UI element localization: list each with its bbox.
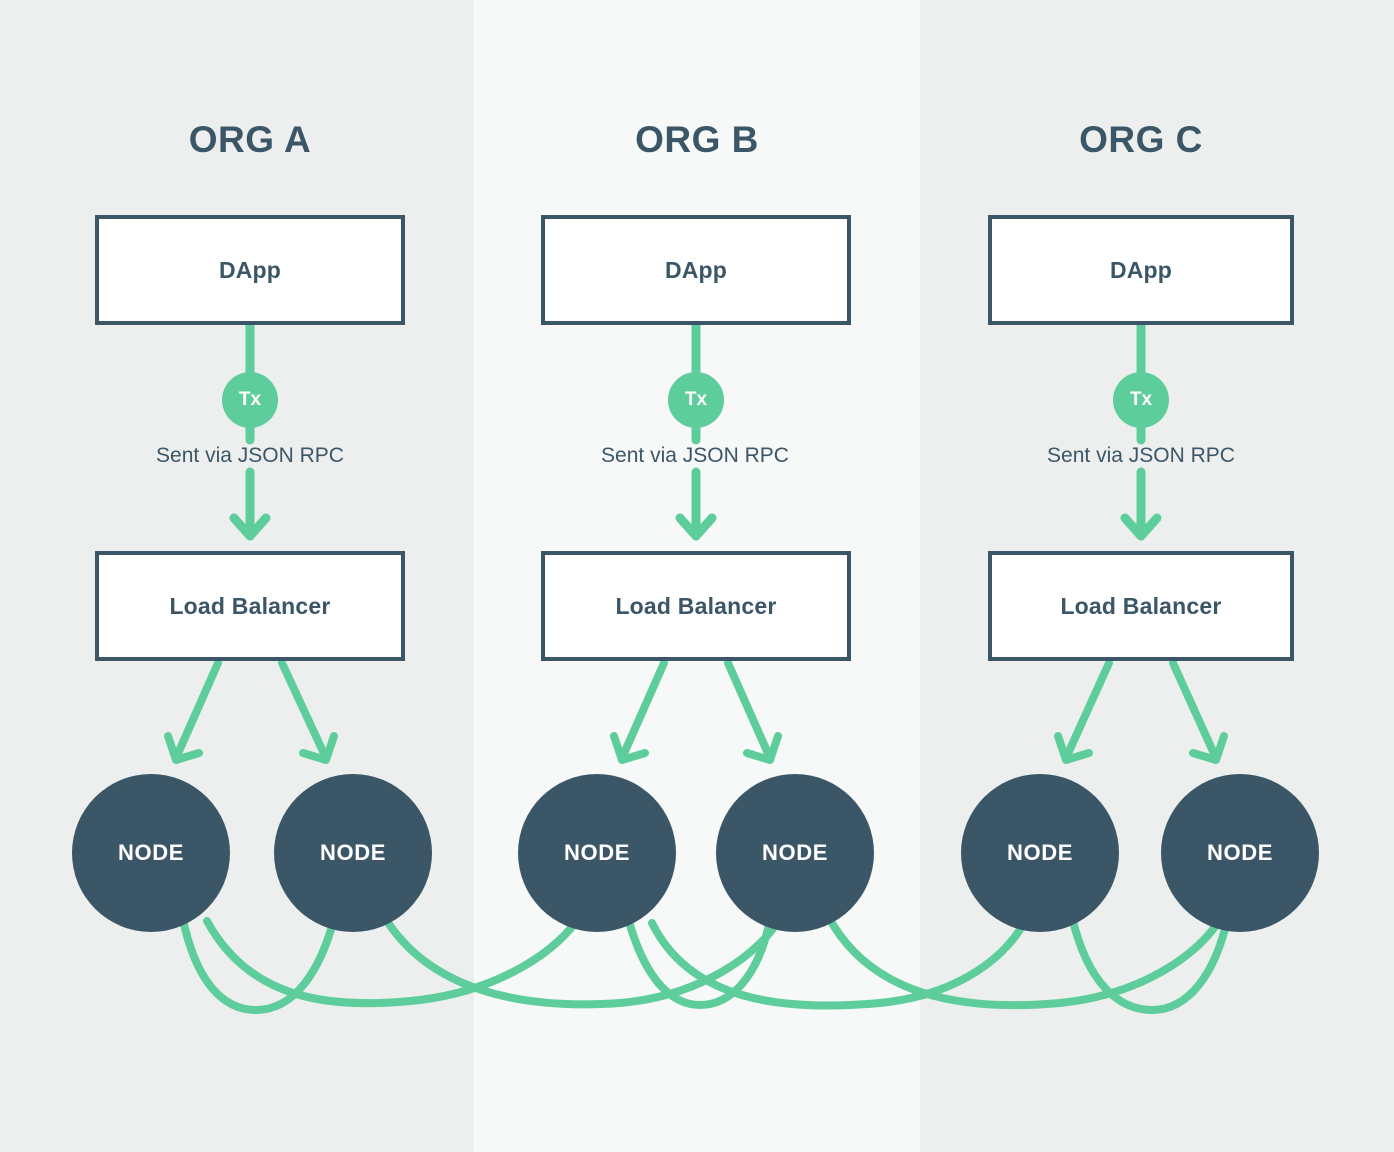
org-b-dapp-box[interactable]: DApp: [541, 215, 851, 325]
org-a-load-balancer-box[interactable]: Load Balancer: [95, 551, 405, 661]
org-b-tx-label: Tx: [684, 389, 708, 410]
peer-link-a2-b2: [381, 911, 786, 1009]
org-a-tx-badge: Tx: [222, 372, 278, 428]
org-b-node-1[interactable]: NODE: [518, 774, 676, 932]
rpc-arrow-head-a: [229, 513, 271, 541]
org-b-load-balancer-box[interactable]: Load Balancer: [541, 551, 851, 661]
peer-link-b1-b2: [624, 914, 774, 1009]
org-a-node-2[interactable]: NODE: [274, 774, 432, 932]
org-b-node-2[interactable]: NODE: [716, 774, 874, 932]
org-a-dapp-box[interactable]: DApp: [95, 215, 405, 325]
lb-to-node-arrow-b1: [618, 659, 668, 762]
org-c-dapp-label: DApp: [1109, 256, 1173, 283]
org-c-rpc-label: Sent via JSON RPC: [1047, 444, 1235, 467]
lb-to-node-arrow-b2: [724, 659, 774, 762]
org-a-node-1[interactable]: NODE: [72, 774, 230, 932]
rpc-arrow-head-c: [1120, 513, 1162, 541]
org-b-load-balancer-label: Load Balancer: [615, 592, 777, 619]
org-a-node-2-label: NODE: [320, 840, 386, 865]
org-b-tx-badge: Tx: [668, 372, 724, 428]
lb-to-node-arrowhead-a2: [299, 732, 338, 764]
peer-link-b2-c2: [824, 912, 1226, 1010]
lb-to-node-arrow-a1: [172, 659, 222, 762]
lb-to-node-arrowhead-b1: [610, 732, 649, 764]
org-c-node-2-label: NODE: [1207, 840, 1273, 865]
peer-link-a1-a2: [178, 911, 339, 1014]
org-c-node-1-label: NODE: [1007, 840, 1073, 865]
org-a-rpc-label: Sent via JSON RPC: [156, 444, 344, 467]
org-c-dapp-box[interactable]: DApp: [988, 215, 1294, 325]
peer-link-c1-c2: [1068, 913, 1232, 1014]
org-b-dapp-label: DApp: [664, 256, 728, 283]
org-b-node-2-label: NODE: [762, 840, 828, 865]
lb-to-node-arrowhead-b2: [743, 732, 782, 764]
org-b-title: ORG B: [635, 119, 759, 160]
org-a-tx-label: Tx: [238, 389, 262, 410]
org-a-dapp-label: DApp: [218, 256, 282, 283]
org-a-node-1-label: NODE: [118, 840, 184, 865]
lb-to-node-arrowhead-c1: [1054, 732, 1093, 764]
lb-to-node-arrowhead-a1: [164, 732, 203, 764]
org-a-title: ORG A: [188, 119, 312, 160]
org-c-load-balancer-box[interactable]: Load Balancer: [988, 551, 1294, 661]
org-b-node-1-label: NODE: [564, 840, 630, 865]
org-c-node-2[interactable]: NODE: [1161, 774, 1319, 932]
peer-link-a1-b1: [203, 911, 584, 1008]
org-c-load-balancer-label: Load Balancer: [1060, 592, 1222, 619]
lb-to-node-arrow-c2: [1169, 659, 1220, 762]
lb-to-node-arrow-a2: [278, 659, 330, 762]
org-b-rpc-label: Sent via JSON RPC: [601, 444, 789, 467]
peer-link-b1-c1: [648, 911, 1032, 1010]
lb-to-node-arrowhead-c2: [1189, 732, 1228, 764]
org-c-tx-badge: Tx: [1113, 372, 1169, 428]
rpc-arrow-head-b: [675, 513, 717, 541]
org-c-title: ORG C: [1079, 119, 1203, 160]
lb-to-node-arrow-c1: [1062, 659, 1113, 762]
org-c-node-1[interactable]: NODE: [961, 774, 1119, 932]
org-a-load-balancer-label: Load Balancer: [169, 592, 331, 619]
org-c-tx-label: Tx: [1129, 389, 1153, 410]
